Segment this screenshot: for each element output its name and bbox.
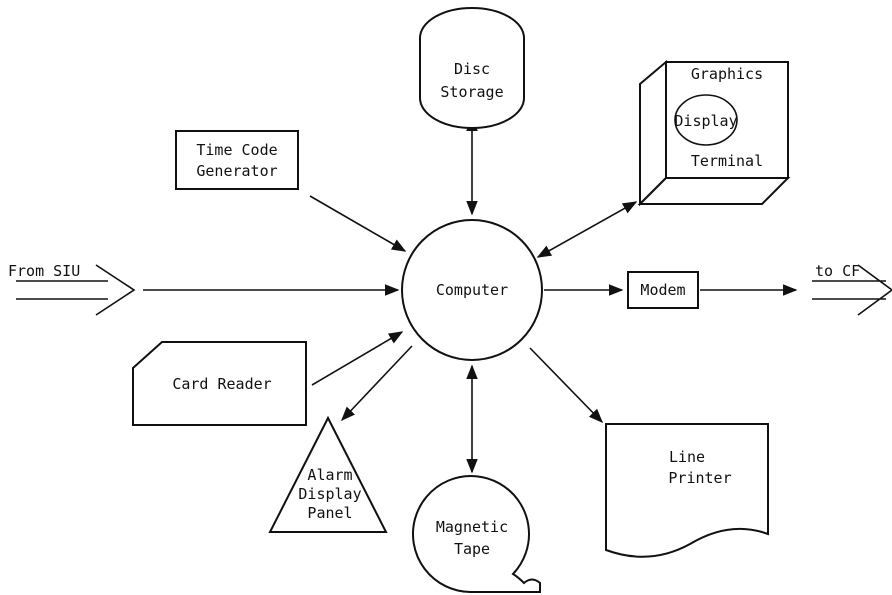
graphics-label: Graphics [691,65,763,83]
cardreader-to-computer-arrow [311,331,404,386]
display-screen-oval [674,94,738,146]
computer-to-printer-arrow [529,347,604,424]
from-siu-double-arrow-icon [16,264,136,316]
time-code-generator-node: Time Code Generator [175,130,299,190]
card-reader-node: Card Reader [132,341,307,426]
alarm-label-line2: Display [298,485,361,503]
to-cf-double-arrow-icon [812,264,892,316]
computer-node: Computer [401,219,543,361]
magnetic-tape-label-line1: Magnetic [436,518,508,536]
alarm-label-line1: Alarm [307,466,352,484]
magnetic-tape-node: Magnetic Tape [412,475,541,593]
modem-label: Modem [640,281,685,299]
from-siu-input: From SIU [8,262,136,316]
display-label: Display [674,112,737,130]
computer-label: Computer [436,281,508,299]
disc-storage-label-line2: Storage [440,83,503,101]
disc-storage-node: Disc Storage [419,7,525,129]
line-printer-label-line1: Line [669,448,705,466]
modem-node: Modem [627,271,699,309]
terminal-label: Terminal [691,152,763,170]
timecode-to-computer-arrow [309,195,407,252]
computer-to-alarm-arrow [341,345,413,422]
line-printer-node: Line Printer [605,423,769,558]
time-code-generator-label-line1: Time Code [196,141,277,159]
from-siu-label: From SIU [8,262,80,280]
to-cf-label: to CF [815,262,860,280]
graphics-display-terminal-node: Graphics Display Terminal [637,59,791,207]
card-reader-label: Card Reader [172,375,271,393]
alarm-display-panel-node: Alarm Display Panel [268,415,388,533]
disc-storage-label-line1: Disc [454,60,490,78]
to-cf-output: to CF [812,262,892,316]
alarm-label-line3: Panel [307,504,352,522]
line-printer-label-line2: Printer [668,469,731,487]
graphics-computer-connector [536,201,638,258]
time-code-generator-label-line2: Generator [196,162,277,180]
magnetic-tape-label-line2: Tape [454,540,490,558]
